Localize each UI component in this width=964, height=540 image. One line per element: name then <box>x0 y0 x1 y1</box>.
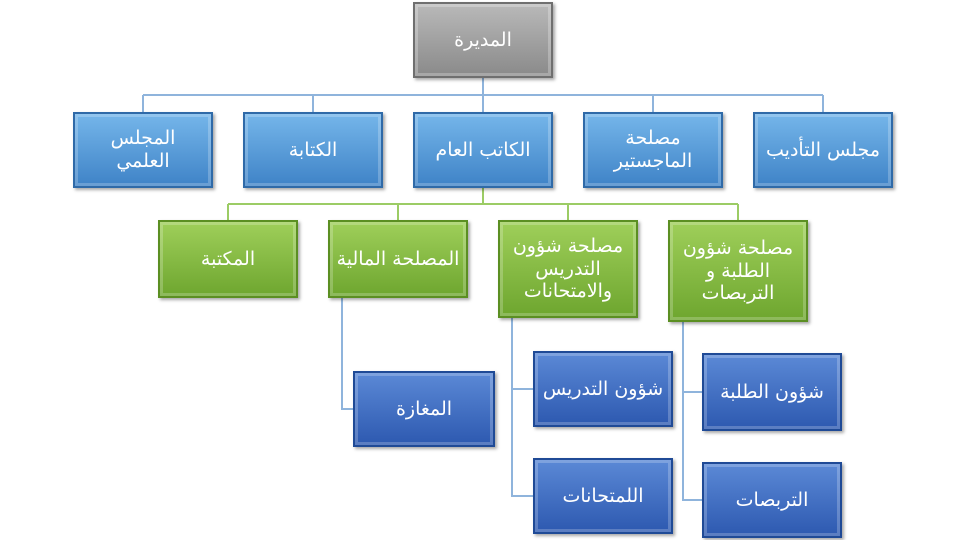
node-secretary-general[interactable]: الكاتب العام <box>413 112 553 188</box>
node-root-label: المديرة <box>454 28 512 51</box>
node-council-discipline[interactable]: مجلس التأديب <box>753 112 893 188</box>
node-root[interactable]: المديرة <box>413 2 553 78</box>
node-council-discipline-label: مجلس التأديب <box>766 138 880 161</box>
node-finance-office-label: المصلحة المالية <box>336 247 460 270</box>
node-teaching-sub-label: شؤون التدريس <box>542 377 664 400</box>
node-secretariat[interactable]: الكتابة <box>243 112 383 188</box>
node-scientific-council-label: المجلس العلمي <box>110 127 176 172</box>
node-library[interactable]: المكتبة <box>158 220 298 298</box>
node-exams[interactable]: اللمتحانات <box>533 458 673 534</box>
node-store-label: المغازة <box>395 397 453 420</box>
node-student-affairs-sub-label: شؤون الطلبة <box>720 380 824 403</box>
node-secretary-general-label: الكاتب العام <box>435 138 531 161</box>
node-teaching-sub[interactable]: شؤون التدريس <box>533 351 673 427</box>
node-student-affairs-sub[interactable]: شؤون الطلبة <box>702 353 842 431</box>
node-student-affairs[interactable]: مصلحة شؤون الطلبة و التربصات <box>668 220 808 322</box>
node-internships-label: التربصات <box>735 488 809 511</box>
node-teaching-affairs-label: مصلحة شؤون التدريس والامتحانات <box>512 234 624 303</box>
node-finance-office[interactable]: المصلحة المالية <box>328 220 468 298</box>
node-masters-office-label: مصلحة الماجستير <box>613 127 693 172</box>
node-exams-label: اللمتحانات <box>562 484 644 507</box>
node-internships[interactable]: التربصات <box>702 462 842 538</box>
node-secretariat-label: الكتابة <box>288 138 338 161</box>
node-store[interactable]: المغازة <box>353 371 495 447</box>
node-scientific-council[interactable]: المجلس العلمي <box>73 112 213 188</box>
node-library-label: المكتبة <box>200 247 256 270</box>
node-student-affairs-label: مصلحة شؤون الطلبة و التربصات <box>682 236 794 305</box>
node-teaching-affairs[interactable]: مصلحة شؤون التدريس والامتحانات <box>498 220 638 318</box>
node-masters-office[interactable]: مصلحة الماجستير <box>583 112 723 188</box>
